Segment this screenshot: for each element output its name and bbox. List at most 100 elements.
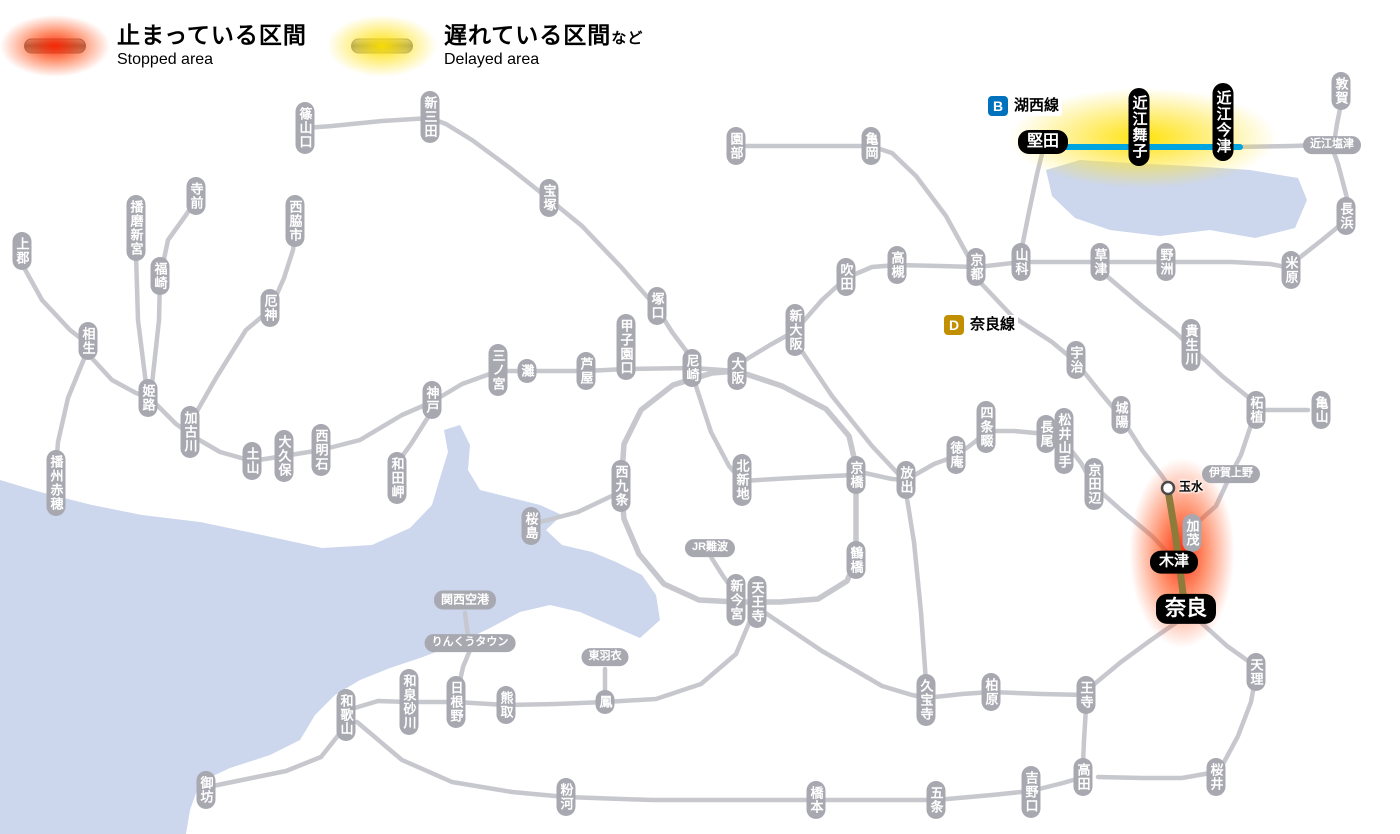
- station-鳳: 鳳: [595, 690, 615, 714]
- station-亀岡: 亀岡: [861, 127, 881, 165]
- line-nara-highlight: [1164, 486, 1188, 605]
- station-和泉砂川: 和泉砂川: [399, 669, 419, 735]
- station-米原: 米原: [1281, 251, 1301, 289]
- rail-edge-hanwa-line: [345, 613, 755, 713]
- station-京田辺: 京田辺: [1084, 458, 1104, 510]
- station-長浜: 長浜: [1336, 197, 1356, 235]
- station-放出: 放出: [896, 461, 916, 499]
- legend-line-pill: [24, 38, 86, 54]
- station-近江今津: 近江今津: [1212, 83, 1234, 161]
- station-尼崎: 尼崎: [682, 349, 702, 387]
- station-三ノ宮: 三ノ宮: [488, 344, 508, 396]
- station-宇治: 宇治: [1066, 341, 1086, 379]
- station-草津: 草津: [1090, 243, 1110, 281]
- line-name-label: 湖西線: [1011, 96, 1063, 116]
- station-西脇市: 西脇市: [285, 195, 305, 247]
- station-りんくうタウン: りんくうタウン: [424, 634, 516, 652]
- station-相生: 相生: [78, 322, 98, 360]
- station-厄神: 厄神: [260, 289, 280, 327]
- station-高田: 高田: [1073, 758, 1093, 796]
- rail-edge-sagano-line: [733, 143, 971, 259]
- station-五条: 五条: [926, 781, 946, 819]
- station-桜島: 桜島: [521, 507, 541, 545]
- station-粉河: 粉河: [556, 778, 576, 816]
- station-播磨新宮: 播磨新宮: [126, 195, 146, 261]
- station-dot-tamamizu: [1160, 480, 1176, 496]
- station-貴生川: 貴生川: [1181, 319, 1201, 371]
- water-body-0: [0, 425, 660, 834]
- station-大阪: 大阪: [727, 352, 747, 390]
- station-神戸: 神戸: [422, 381, 442, 419]
- station-播州赤穂: 播州赤穂: [46, 450, 66, 516]
- legend-delayed-suffix: など: [611, 30, 644, 47]
- rail-edge-main-line: [151, 365, 740, 464]
- station-京橋: 京橋: [846, 456, 866, 494]
- station-御坊: 御坊: [196, 771, 216, 809]
- legend-stopped-sample: [0, 10, 110, 82]
- station-徳庵: 徳庵: [946, 436, 966, 474]
- station-熊取: 熊取: [496, 686, 516, 724]
- station-灘: 灘: [517, 359, 537, 383]
- legend-delayed-sample: [327, 10, 437, 82]
- station-塚口: 塚口: [647, 287, 667, 325]
- station-山科: 山科: [1011, 243, 1031, 281]
- station-城陽: 城陽: [1111, 396, 1131, 434]
- station-大久保: 大久保: [274, 430, 294, 482]
- station-甲子園口: 甲子園口: [616, 314, 636, 380]
- station-近江塩津: 近江塩津: [1303, 136, 1361, 154]
- station-新三田: 新三田: [420, 91, 440, 143]
- station-柘植: 柘植: [1246, 391, 1266, 429]
- rail-edge-kishin-line: [133, 251, 149, 387]
- station-堅田: 堅田: [1017, 130, 1069, 154]
- legend-delayed-en: Delayed area: [444, 50, 540, 68]
- station-天王寺: 天王寺: [747, 576, 767, 628]
- station-吹田: 吹田: [836, 258, 856, 296]
- station-亀山: 亀山: [1311, 391, 1331, 429]
- station-近江舞子: 近江舞子: [1128, 88, 1150, 166]
- station-柏原: 柏原: [981, 673, 1001, 711]
- station-橋本: 橋本: [806, 781, 826, 819]
- station-関西空港: 関西空港: [433, 590, 497, 610]
- station-芦屋: 芦屋: [576, 352, 596, 390]
- rail-edge-kisei-line: [205, 725, 347, 790]
- line-letter-icon: B: [988, 96, 1008, 116]
- station-京都: 京都: [966, 248, 986, 286]
- station-北新地: 北新地: [732, 454, 752, 506]
- station-西九条: 西九条: [611, 460, 631, 512]
- station-上郡: 上郡: [12, 232, 32, 270]
- station-宝塚: 宝塚: [539, 179, 559, 217]
- station-吉野口: 吉野口: [1021, 766, 1041, 818]
- station-篠山口: 篠山口: [295, 102, 315, 154]
- line-name-label: 奈良線: [967, 315, 1019, 335]
- legend-delayed: 遅れている区間など Delayed area: [327, 10, 644, 82]
- station-土山: 土山: [242, 442, 262, 480]
- station-桜井: 桜井: [1206, 758, 1226, 796]
- station-東羽衣: 東羽衣: [581, 648, 629, 666]
- station-王寺: 王寺: [1076, 676, 1096, 714]
- station-日根野: 日根野: [446, 676, 466, 728]
- station-姫路: 姫路: [138, 379, 158, 417]
- station-奈良: 奈良: [1156, 593, 1216, 625]
- station-JR難波: JR難波: [684, 539, 736, 557]
- station-西明石: 西明石: [311, 424, 331, 476]
- station-加古川: 加古川: [180, 406, 200, 458]
- station-玉水: 玉水: [1178, 479, 1204, 494]
- legend-stopped-jp: 止まっている区間: [117, 22, 307, 48]
- rail-edge-hokuriku-line: [1291, 101, 1350, 265]
- station-松井山手: 松井山手: [1054, 408, 1074, 474]
- station-木津: 木津: [1149, 550, 1199, 574]
- station-福崎: 福崎: [150, 257, 170, 295]
- station-四条畷: 四条畷: [976, 401, 996, 453]
- station-敦賀: 敦賀: [1331, 72, 1351, 110]
- station-久宝寺: 久宝寺: [916, 674, 936, 726]
- station-鶴橋: 鶴橋: [846, 541, 866, 579]
- station-伊賀上野: 伊賀上野: [1202, 465, 1260, 483]
- rail-edge-wakayama-oji-takada: [1080, 705, 1089, 767]
- station-和田岬: 和田岬: [387, 452, 407, 504]
- station-園部: 園部: [726, 127, 746, 165]
- legend-stopped-en: Stopped area: [117, 50, 214, 68]
- legend-delayed-jp: 遅れている区間など: [444, 22, 644, 48]
- legend-stopped: 止まっている区間 Stopped area: [0, 10, 307, 82]
